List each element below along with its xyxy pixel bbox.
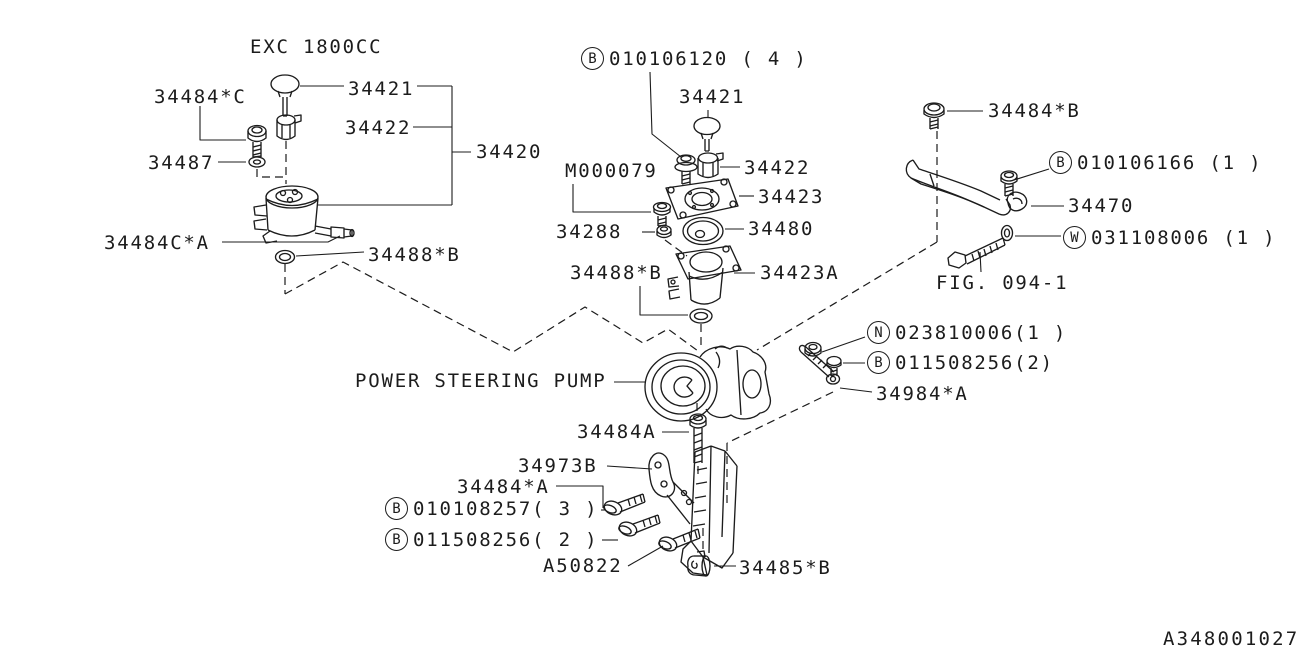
dashed-lines <box>256 131 938 551</box>
callout-011508256-bottom: B 011508256( 2 ) <box>385 528 598 551</box>
bracket-34984 <box>798 341 842 385</box>
pump-drawing <box>644 345 772 422</box>
fastener-symbol-W: W <box>1063 226 1086 249</box>
part-label-34484A: 34484A <box>577 421 657 443</box>
bolt-34484A <box>689 413 707 464</box>
fastener-symbol-B: B <box>385 528 408 551</box>
fastener-symbol-B: B <box>581 47 604 70</box>
fastener-number: 010108257( 3 ) <box>413 497 599 520</box>
part-label-34484C: 34484*C <box>154 86 247 108</box>
part-label-34422-mid: 34422 <box>744 157 811 179</box>
mount-bolt-2 <box>618 514 661 537</box>
callout-011508256-right: B 011508256(2) <box>867 351 1054 374</box>
stay-bracket-group <box>905 102 1028 269</box>
part-label-34422-left: 34422 <box>345 117 412 139</box>
pump-caption: POWER STEERING PUMP <box>355 370 607 392</box>
part-label-34421-left: 34421 <box>348 78 415 100</box>
part-label-34488B-left: 34488*B <box>368 244 461 266</box>
bracket-34423A <box>667 245 742 305</box>
callout-023810006: N 023810006(1 ) <box>867 321 1067 344</box>
washer-031108006 <box>1000 224 1014 242</box>
cap-34421-mid <box>693 116 721 152</box>
part-label-34421-mid: 34421 <box>679 86 746 108</box>
part-label-34484A-star: 34484*A <box>457 476 550 498</box>
bolt-34484B <box>923 102 945 130</box>
diagram-title: EXC 1800CC <box>250 36 383 58</box>
oring-34488B-mid <box>689 308 713 324</box>
figure-reference: FIG. 094-1 <box>936 272 1069 294</box>
capnut-34422-left <box>276 114 302 141</box>
part-label-34487: 34487 <box>148 152 215 174</box>
gasket-34480 <box>682 216 724 246</box>
valve-assembly-mid <box>652 116 742 324</box>
part-label-34484CA: 34484C*A <box>104 232 210 254</box>
washer-34487 <box>248 156 266 168</box>
fastener-number: 011508256( 2 ) <box>413 528 599 551</box>
document-number: A348001027 <box>1163 628 1300 650</box>
fastener-symbol-B: B <box>867 351 890 374</box>
plate-34423 <box>665 178 739 220</box>
nut-34288 <box>656 224 672 239</box>
fastener-number: 031108006 (1 ) <box>1091 226 1277 249</box>
part-label-34485B: 34485*B <box>739 557 832 579</box>
fastener-number: 010106166 (1 ) <box>1077 151 1263 174</box>
part-label-M000079: M000079 <box>565 160 658 182</box>
cap-34421-left <box>270 74 300 117</box>
fig-bolt <box>947 237 1006 269</box>
capnut-34422-mid <box>697 152 724 179</box>
bolt-010106166 <box>1000 170 1018 197</box>
clamp-34485B <box>687 550 711 577</box>
nut-023810006 <box>804 341 822 357</box>
callout-010106166: B 010106166 (1 ) <box>1049 151 1262 174</box>
oring-34488B-left <box>274 249 296 265</box>
part-label-34423A: 34423A <box>760 262 840 284</box>
fastener-number: 010106120 ( 4 ) <box>609 47 808 70</box>
fastener-symbol-N: N <box>867 321 890 344</box>
part-label-34488B-mid: 34488*B <box>570 262 663 284</box>
part-label-34470: 34470 <box>1068 195 1135 217</box>
callout-031108006: W 031108006 (1 ) <box>1063 226 1276 249</box>
bolt-011508256-right <box>826 355 842 377</box>
bolt-M000079 <box>652 201 672 227</box>
reservoir-assembly <box>247 74 355 265</box>
part-label-34484B: 34484*B <box>988 100 1081 122</box>
bolt-34484C <box>247 124 267 158</box>
stay-bracket-34470 <box>905 159 1028 216</box>
part-label-34480: 34480 <box>748 218 815 240</box>
part-label-34423: 34423 <box>758 186 825 208</box>
part-label-34984A: 34984*A <box>876 383 969 405</box>
reservoir-tank-34420 <box>253 185 355 244</box>
fastener-number: 023810006(1 ) <box>895 321 1068 344</box>
part-label-34973B: 34973B <box>518 455 598 477</box>
part-label-34288: 34288 <box>556 221 623 243</box>
callout-010106120: B 010106120 ( 4 ) <box>581 47 808 70</box>
fastener-number: 011508256(2) <box>895 351 1054 374</box>
leader-lines <box>199 71 1064 567</box>
mount-bolt-1 <box>603 493 646 516</box>
fastener-symbol-B: B <box>385 497 408 520</box>
bolt-010106120 <box>674 154 698 185</box>
mount-bolt-A50822 <box>658 528 701 552</box>
part-label-34420: 34420 <box>476 141 543 163</box>
part-label-A50822: A50822 <box>543 555 623 577</box>
fastener-symbol-B: B <box>1049 151 1072 174</box>
callout-010108257: B 010108257( 3 ) <box>385 497 598 520</box>
